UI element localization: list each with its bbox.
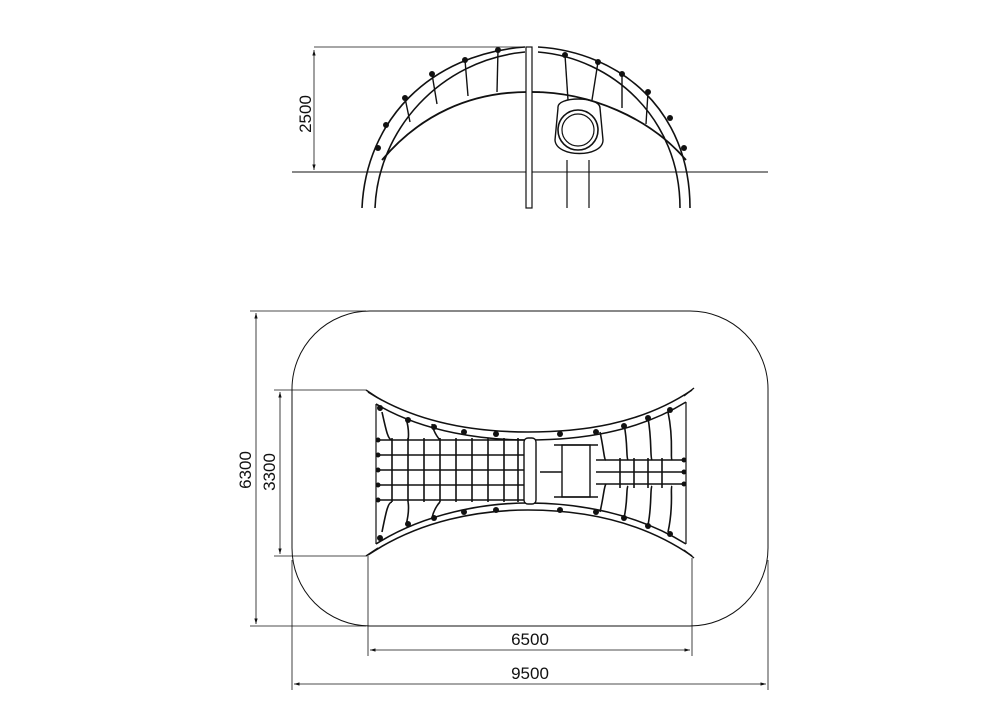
plan-clamps — [375, 405, 687, 541]
frame-width-label: 6500 — [511, 630, 549, 649]
ring-platform-plan — [540, 444, 598, 498]
height-label: 2500 — [296, 95, 315, 133]
total-width-dimension: 9500 — [291, 560, 769, 690]
outer-arch-left-inner — [374, 51, 526, 209]
safety-area — [291, 310, 769, 627]
frame-width-dimension: 6500 — [367, 556, 693, 656]
top-frame-curve — [367, 389, 693, 433]
bottom-frame-curve — [367, 509, 693, 557]
plan-view: 6300 3300 6500 9500 — [236, 310, 769, 690]
frame-depth-label: 3300 — [260, 453, 279, 491]
rope-clamps — [375, 47, 687, 151]
height-dimension: 2500 — [296, 46, 524, 170]
inner-arch — [381, 91, 529, 161]
central-bridge — [523, 437, 537, 505]
frame-depth-dimension: 3300 — [260, 389, 366, 557]
elevation-view: 2500 — [292, 46, 768, 209]
total-depth-dimension: 6300 — [236, 310, 366, 627]
total-depth-label: 6300 — [236, 451, 255, 489]
climbing-ring — [554, 98, 604, 208]
hanging-ropes — [404, 49, 649, 125]
central-post — [525, 46, 533, 209]
outer-arch-right-inner — [537, 51, 681, 209]
inner-arch-right — [531, 91, 687, 161]
total-width-label: 9500 — [511, 664, 549, 683]
left-climbing-net — [378, 411, 525, 533]
right-climbing-net — [596, 411, 684, 533]
outer-arch-right — [537, 46, 691, 209]
outer-arch-left — [361, 46, 526, 209]
